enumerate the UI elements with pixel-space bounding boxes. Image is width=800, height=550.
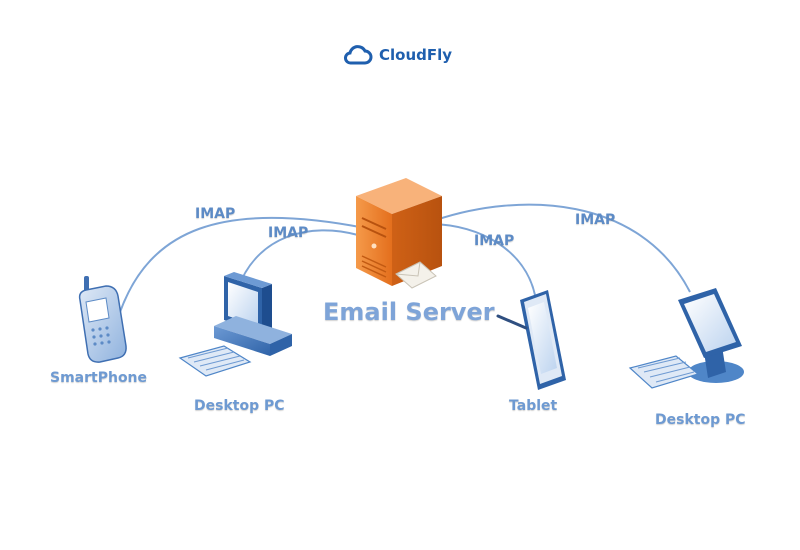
smartphone-icon [78, 276, 127, 363]
desktop-pc-right-label: Desktop PC [655, 412, 746, 428]
brand-logo: CloudFly [343, 40, 452, 70]
connection-lines [119, 203, 691, 313]
cloud-icon [343, 45, 373, 65]
tablet-icon [496, 290, 566, 390]
imap-label-smartphone: IMAP [195, 206, 236, 222]
connection-desktop-left [237, 229, 359, 289]
connection-tablet [431, 223, 536, 296]
email-server-label: Email Server [323, 298, 495, 326]
brand-name: CloudFly [379, 46, 453, 64]
desktop-pc-left-label: Desktop PC [194, 398, 285, 414]
monitor-keyboard-icon [628, 288, 744, 389]
email-server-icon [356, 178, 442, 286]
connection-smartphone [119, 216, 366, 313]
imap-label-desktop-left: IMAP [268, 225, 309, 241]
tablet-label: Tablet [509, 398, 558, 414]
smartphone-label: SmartPhone [50, 370, 148, 386]
connection-desktop-right [435, 203, 691, 293]
imap-label-tablet: IMAP [474, 233, 515, 249]
desktop-pc-icon [178, 272, 292, 377]
imap-label-desktop-right: IMAP [575, 212, 616, 228]
envelope-icon [395, 261, 437, 289]
